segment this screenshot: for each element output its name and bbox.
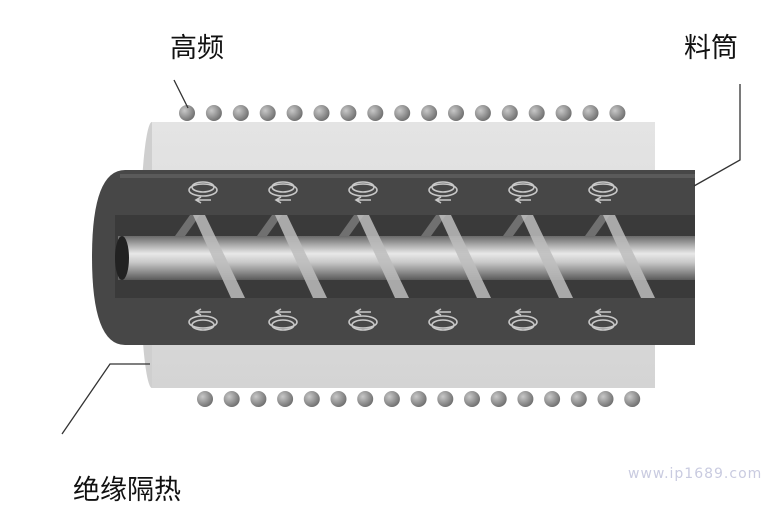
leader-line-insulation [61, 363, 150, 435]
coil-dot [490, 391, 507, 407]
flight-back [175, 215, 200, 236]
induction-coil [179, 105, 641, 407]
coil-dot [223, 391, 240, 407]
coil-dot [277, 391, 294, 407]
swirl-icon [188, 308, 218, 331]
flight-back [585, 215, 610, 236]
label-high-frequency: 高频 [170, 33, 224, 64]
eddy-current-icons [188, 181, 618, 331]
swirl-icon [508, 308, 538, 331]
coil-dot [357, 391, 374, 407]
coil-dot [250, 391, 267, 407]
coil-dot [410, 391, 427, 407]
coil-dot [582, 105, 599, 121]
label-insulation: 绝缘隔热 [73, 475, 181, 506]
coil-dot [179, 105, 195, 121]
coil-dot [303, 391, 320, 407]
coil-dot [437, 391, 454, 407]
label-barrel: 料筒 [684, 33, 738, 64]
coil-dot [421, 105, 438, 121]
coil-dot [286, 105, 303, 121]
swirl-icon [588, 181, 618, 204]
coil-dot [394, 105, 411, 121]
coil-dot [624, 391, 641, 407]
leader-line-high-frequency [173, 79, 189, 109]
coil-dot [501, 105, 518, 121]
coil-dot [313, 105, 330, 121]
screw-flight [357, 215, 409, 298]
screw-flight-fronts [193, 215, 655, 298]
swirl-icon [588, 308, 618, 331]
coil-dot [464, 391, 480, 407]
coil-dot [555, 105, 572, 121]
screw-flight [521, 215, 573, 298]
coil-dot [259, 105, 276, 121]
coil-dot [474, 105, 491, 121]
coil-dot [205, 105, 222, 121]
flight-back [257, 215, 282, 236]
flight-back [421, 215, 446, 236]
screw-shaft [115, 236, 695, 280]
coil-dot [597, 391, 614, 407]
flight-back [503, 215, 528, 236]
coil-dot [609, 105, 626, 121]
screw-flights [175, 215, 610, 236]
swirl-icon [268, 181, 298, 204]
screw-flight [193, 215, 245, 298]
swirl-icon [428, 308, 458, 331]
flight-back [339, 215, 364, 236]
swirl-icon [348, 181, 378, 204]
swirl-icon [188, 181, 218, 204]
swirl-icon [348, 308, 378, 331]
swirl-icon [268, 308, 298, 331]
coil-dot [367, 105, 384, 121]
coil-dot [197, 391, 213, 407]
leader-line-barrel [693, 84, 741, 187]
swirl-icon [428, 181, 458, 204]
coil-dot [330, 391, 347, 407]
coil-dot [570, 391, 587, 407]
screw-flight [275, 215, 327, 298]
coil-dot [528, 105, 545, 121]
watermark: www.ip1689.com [628, 466, 763, 482]
coil-dot [383, 391, 400, 407]
coil-dot [340, 105, 357, 121]
screw-flight [603, 215, 655, 298]
coil-dot [517, 391, 534, 407]
coil-dot [232, 105, 249, 121]
screw-flight [439, 215, 491, 298]
coil-dot [448, 105, 464, 121]
coil-dot [544, 391, 561, 407]
swirl-icon [508, 181, 538, 204]
